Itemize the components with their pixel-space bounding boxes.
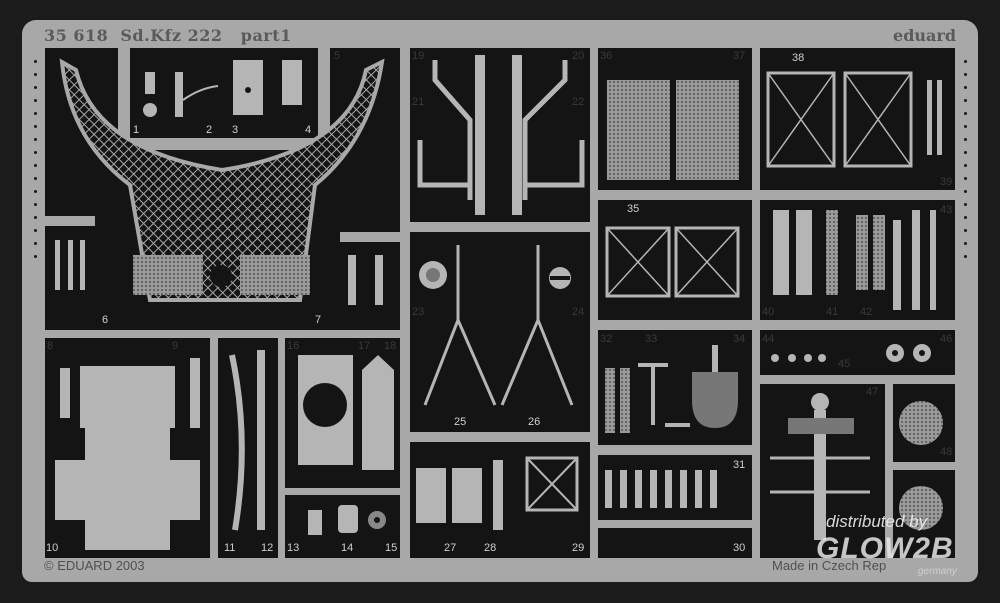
part-label: 39 [940, 176, 953, 188]
cutout-19-22 [410, 48, 590, 222]
part-label: 20 [572, 50, 585, 62]
part-label: 44 [762, 333, 775, 345]
part-label: 2 [206, 124, 213, 136]
cutout-11-12 [218, 338, 278, 558]
part-label: 25 [454, 416, 467, 428]
part-label: 48 [940, 446, 953, 458]
part-label: 37 [733, 50, 746, 62]
part-label: 19 [412, 50, 425, 62]
cutout-30 [598, 528, 752, 558]
part-label: 35 [627, 203, 640, 215]
watermark-text: distributed by [826, 512, 928, 531]
part-label: 10 [46, 542, 59, 554]
part-label: 46 [940, 333, 953, 345]
edge-holes-left [34, 60, 38, 268]
part-label: 26 [528, 416, 541, 428]
part-label: 6 [102, 314, 109, 326]
part-label: 33 [645, 333, 658, 345]
part-label: 30 [733, 542, 746, 554]
part-label: 38 [792, 52, 805, 64]
part-label: 41 [826, 306, 839, 318]
part-label: 17 [358, 340, 371, 352]
part-label: 15 [385, 542, 398, 554]
part-label: 24 [572, 306, 585, 318]
part-label: 36 [600, 50, 613, 62]
part-label: 23 [412, 306, 425, 318]
part-label: 14 [341, 542, 354, 554]
part-label: 1 [133, 124, 140, 136]
edge-holes-right [964, 60, 968, 268]
part-label: 9 [172, 340, 179, 352]
part-label: 5 [334, 50, 341, 62]
part-label: 29 [572, 542, 585, 554]
net-part [59, 58, 385, 302]
part-label: 21 [412, 96, 425, 108]
watermark-sub: germany [918, 566, 957, 577]
made-in: Made in Czech Rep [772, 558, 887, 573]
part-label: 27 [444, 542, 457, 554]
part-label: 13 [287, 542, 300, 554]
part-label: 16 [287, 340, 300, 352]
part-label: 34 [733, 333, 746, 345]
part-label: 7 [315, 314, 322, 326]
part-label: 42 [860, 306, 873, 318]
part-label: 18 [384, 340, 397, 352]
part-label: 40 [762, 306, 775, 318]
part-label: 3 [232, 124, 239, 136]
watermark-logo: GLOW2B [816, 532, 954, 565]
frame-1-4 [118, 48, 330, 150]
part-label: 12 [261, 542, 274, 554]
part-label: 28 [484, 542, 497, 554]
part-label: 8 [47, 340, 54, 352]
fret-title: 35 618 Sd.Kfz 222 part1 [44, 26, 292, 45]
part-label: 11 [224, 542, 236, 554]
part-label: 4 [305, 124, 312, 136]
copyright: © EDUARD 2003 [44, 558, 145, 573]
part-label: 31 [733, 459, 746, 471]
part-label: 45 [838, 358, 851, 370]
part-label: 47 [866, 386, 879, 398]
part-label: 32 [600, 333, 613, 345]
part-label: 43 [940, 204, 953, 216]
part-label: 22 [572, 96, 585, 108]
brand-name: eduard [893, 26, 956, 45]
